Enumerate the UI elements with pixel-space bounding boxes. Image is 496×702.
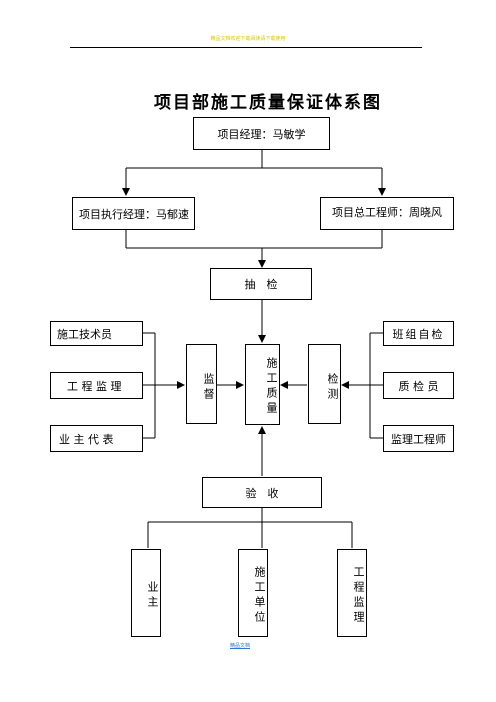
- construction-unit-box: 施工单位: [238, 549, 268, 637]
- supervising-engineer-box: 监理工程师: [383, 425, 454, 452]
- team-self-check-box: 班组自检: [383, 321, 454, 346]
- construction-quality-box: 施工质量: [245, 344, 280, 425]
- inspect-box: 检测: [308, 344, 341, 424]
- acceptance-box: 验 收: [202, 477, 322, 508]
- chief-engineer-box: 项目总工程师：周晓风: [320, 197, 454, 230]
- quality-inspector-box: 质 检 员: [383, 372, 454, 399]
- project-manager-box: 项目经理：马敏学: [193, 117, 330, 150]
- owner-box: 业主: [131, 549, 161, 637]
- header-divider: [70, 47, 422, 48]
- owner-rep-box: 业 主 代 表: [50, 425, 143, 452]
- header-note: 精品文档欢迎下载阅读请下载使用: [210, 36, 286, 42]
- engineering-supervision-box: 工程监理: [337, 549, 367, 637]
- footer-note: 精品文档: [230, 643, 251, 649]
- diagram-title: 项目部施工质量保证体系图: [154, 93, 382, 113]
- tech-staff-box: 施工技术员: [50, 321, 143, 346]
- supervise-box: 监督: [186, 344, 217, 424]
- sampling-box: 抽 检: [210, 268, 312, 300]
- executive-manager-box: 项目执行经理：马郁速: [72, 197, 195, 230]
- supervision-left-box: 工 程 监 理: [50, 372, 143, 399]
